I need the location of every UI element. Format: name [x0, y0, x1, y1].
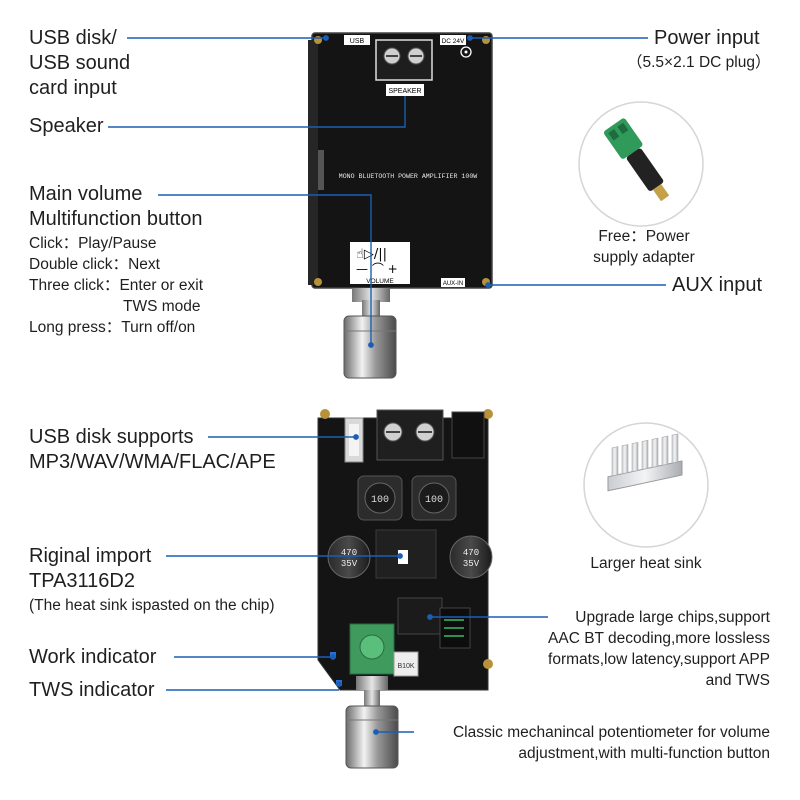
svg-text:35V: 35V: [463, 559, 480, 569]
potentiometer-label: Classic mechanincal potentiometer for vo…: [452, 724, 770, 762]
usb-input-label: USB disk/ USB sound card input: [29, 27, 131, 99]
function-row: Long press：Turn off/on: [29, 319, 196, 336]
board-volume-label: VOLUME: [366, 278, 394, 285]
power-adapter-illustration: [578, 101, 704, 227]
svg-text:B10K: B10K: [397, 663, 414, 670]
svg-text:100: 100: [371, 495, 389, 506]
button-functions-list: Click：Play/Pause Double click：Next Three…: [29, 233, 203, 338]
board-usb-label: USB: [350, 38, 365, 45]
svg-text:470: 470: [341, 548, 357, 558]
svg-text:35V: 35V: [341, 559, 358, 569]
power-plug-label: （5.5×2.1 DC plug）: [627, 54, 771, 71]
leader-speaker: [108, 96, 406, 128]
bottom-amplifier-board: 100 100 470 35V 470 35V B10K: [317, 409, 493, 769]
tws-indicator-label: TWS indicator: [29, 679, 155, 701]
board-aux-label: AUX-IN: [443, 281, 463, 287]
function-row: Three click：Enter or exit: [29, 277, 203, 294]
leader-lines: [108, 35, 666, 735]
board-dc-label: DC 24V: [442, 38, 465, 45]
leader-main-volume: [158, 194, 372, 345]
board-speaker-label: SPEAKER: [388, 88, 421, 95]
aux-input-label: AUX input: [672, 274, 763, 296]
svg-text:100: 100: [425, 495, 443, 506]
power-input-label: Power input: [654, 27, 760, 49]
heat-sink-illustration: [583, 422, 709, 548]
function-row: TWS mode: [123, 298, 201, 315]
board-title: MONO BLUETOOTH POWER AMPLIFIER 100W: [339, 173, 478, 180]
svg-text:— ⌒ +: — ⌒ +: [356, 262, 398, 276]
svg-text:470: 470: [463, 548, 479, 558]
chip-label: Riginal import TPA3116D2: [29, 545, 152, 592]
chip-note: (The heat sink ispasted on the chip): [29, 597, 275, 614]
speaker-label: Speaker: [29, 115, 104, 137]
main-volume-label: Main volume Multifunction button: [29, 183, 203, 230]
top-amplifier-board: USB SPEAKER DC 24V MONO BLUETOOTH POWER …: [308, 32, 493, 379]
function-row: Double click：Next: [29, 256, 160, 273]
function-row: Click：Play/Pause: [29, 235, 157, 252]
adapter-caption: Free：Power supply adapter: [593, 228, 695, 266]
heat-sink-caption: Larger heat sink: [590, 555, 702, 572]
work-indicator-label: Work indicator: [29, 646, 157, 668]
upgrade-label: Upgrade large chips,support AAC BT decod…: [548, 609, 770, 689]
usb-support-label: USB disk supports MP3/WAV/WMA/FLAC/APE: [29, 426, 276, 473]
